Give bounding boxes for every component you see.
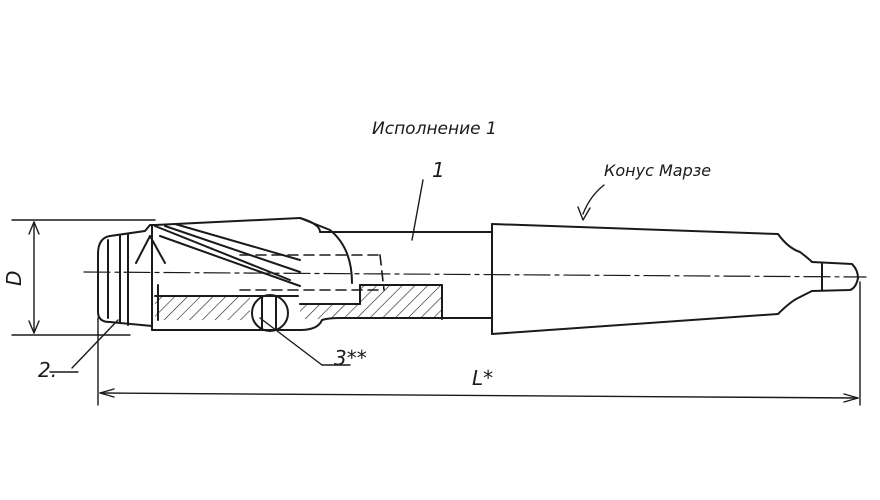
dimension-l [97,281,861,406]
hatched-section-shank [300,285,442,319]
screw [249,294,299,332]
dimension-d-label: D [2,270,26,286]
drawing-title: Исполнение 1 [372,119,497,139]
part-label-1: 1 [432,158,445,182]
flutes [135,217,353,321]
part-label-2: 2. [38,358,58,382]
dimension-d [11,219,156,336]
part-label-3: 3** [334,346,367,370]
cutter-head [97,217,301,331]
centre-line [83,271,867,278]
hatched-section-cutter [155,296,250,320]
dimension-l-label: L* [472,366,494,390]
hidden-bore [239,254,385,291]
shank [299,217,493,331]
morse-taper [491,223,859,335]
morse-cone-label: Конус Марзе [604,161,712,180]
leader-lines [49,179,605,373]
